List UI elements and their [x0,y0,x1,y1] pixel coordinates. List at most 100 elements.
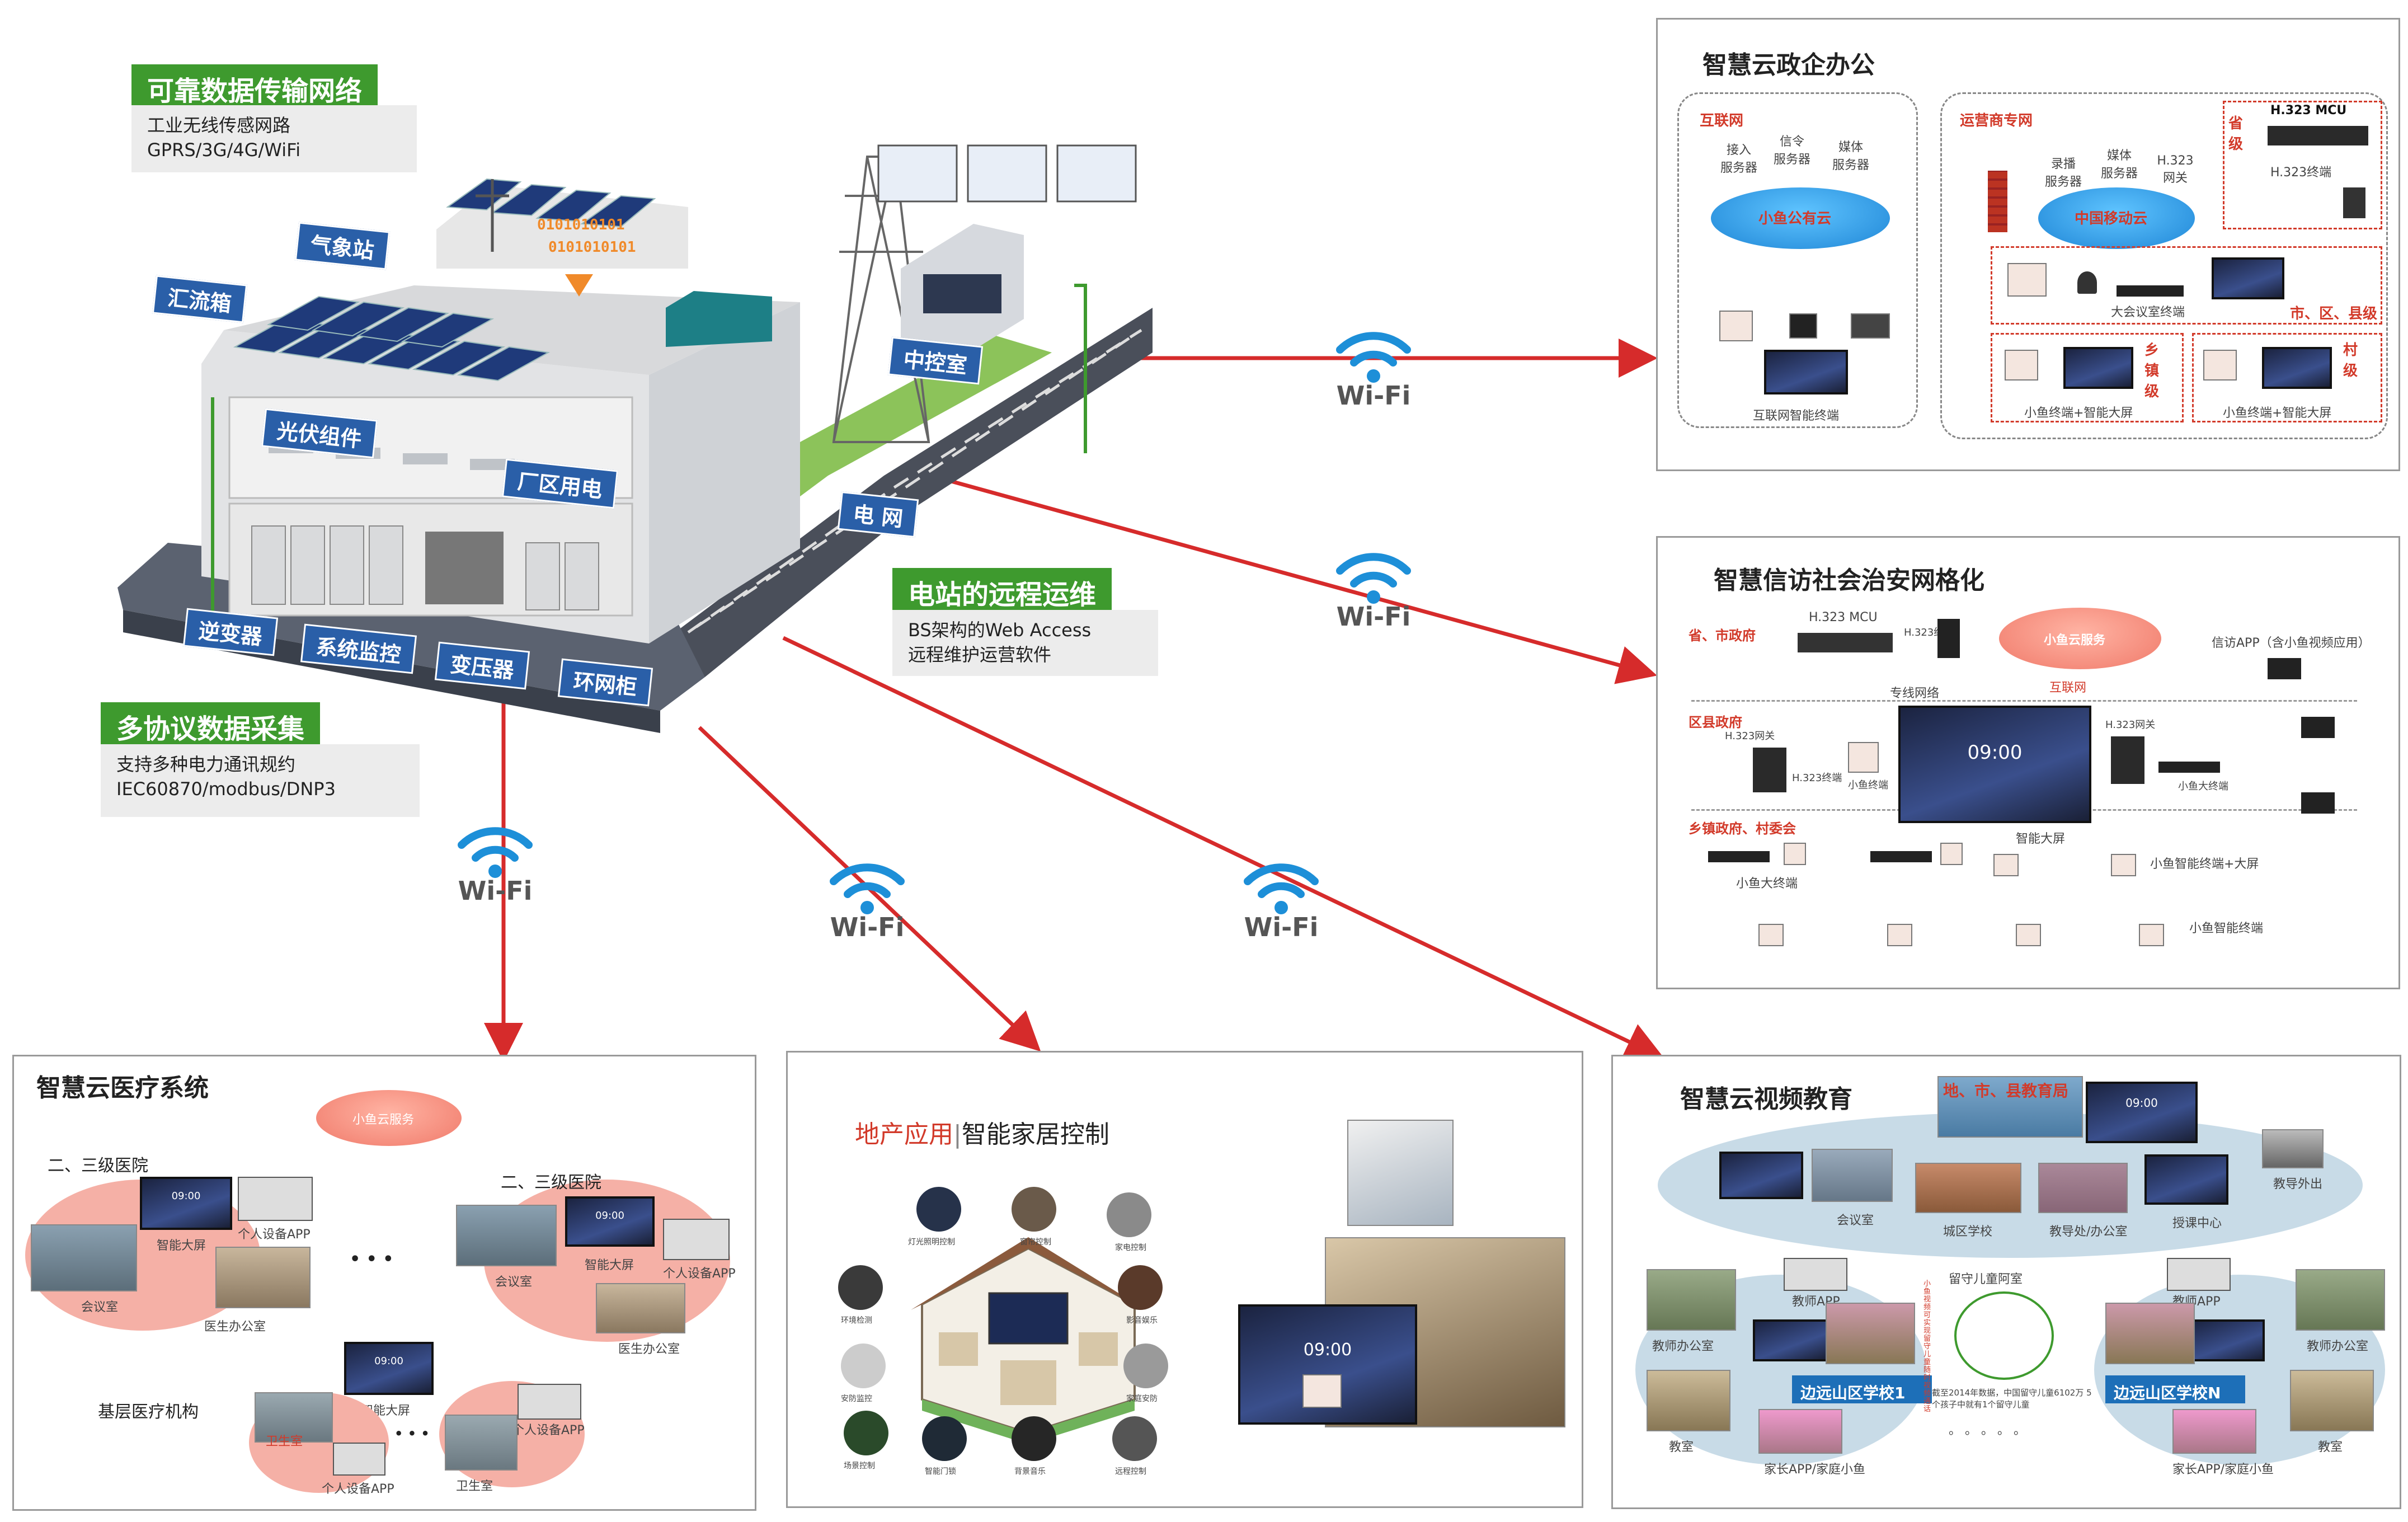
feature-icon-remote [1112,1416,1157,1461]
mcu-device [2268,126,2368,145]
divider [1691,700,2357,702]
town-label: 乡 镇 级 [2144,342,2160,400]
ellipsis: • • • [394,1426,430,1441]
record-server-label: 录播 服务器 [2044,157,2082,189]
feature-icon-appliance [1107,1192,1151,1237]
smart-home-house [911,1237,1146,1444]
tablet-device [333,1443,385,1476]
network-callout-line: 工业无线传感网路 [147,115,291,136]
panel-title: 地产应用|智能家居控制 [855,1114,1109,1150]
town-box [1991,333,2184,422]
hospital-label: 二、三级医院 [501,1173,601,1192]
outside-label: 教导外出 [2273,1177,2323,1191]
personal-app-label: 个人设备APP [512,1424,585,1438]
city-school-label: 城区学校 [1943,1225,1993,1239]
screen-clock: 09:00 [2125,1096,2158,1110]
media-server-label: 媒体 服务器 [1832,140,1869,172]
wifi-icon: Wi-Fi [825,856,909,951]
village-label: 村 级 [2343,342,2358,379]
protocol-callout-line: IEC60870/modbus/DNP3 [116,778,336,800]
teacher-office-photo [2296,1269,2385,1331]
mcu-label: H.323 MCU [2270,104,2347,118]
doctor-office-label: 医生办公室 [618,1342,680,1356]
signal-server-label: 信令 服务器 [1773,135,1810,167]
ellipsis: • • • [350,1249,394,1269]
internet-label: 互联网 [1700,112,1744,129]
personal-app-label: 个人设备APP [238,1228,311,1242]
lecture-label: 授课中心 [2172,1216,2222,1230]
tablet-device [663,1219,730,1260]
left-behind-ring [1954,1291,2054,1380]
screen-clock: 09:00 [171,1190,201,1202]
wifi-icon: Wi-Fi [1239,856,1323,951]
dots: 。 。 。 。 。 [1949,1424,2026,1438]
network-callout-line: GPRS/3G/4G/WiFi [147,139,301,161]
province-box [2223,101,2382,229]
panel-title: 智慧云政企办公 [1702,51,1875,79]
tablet-device [518,1384,581,1420]
tablet-device [238,1177,313,1221]
town-smart-screen [2063,347,2133,389]
protocol-callout-title: 多协议数据采集 [101,702,321,750]
conference-camera [2077,271,2097,294]
wifi-icon: Wi-Fi [1332,546,1415,641]
feature-label: 家电控制 [1115,1243,1146,1252]
home-smart-screen: 09:00 [1238,1304,1417,1425]
feature-label: 智能门锁 [925,1467,956,1476]
parent-app-label: 家长APP/家庭小鱼 [2172,1463,2274,1477]
meeting-room-label: 会议室 [81,1300,119,1314]
terminal-device [1758,924,1784,946]
mcu-device [1798,633,1893,652]
feature-icon-door-lock [922,1416,967,1461]
outside-photo [2262,1129,2324,1168]
internet-terminal-label: 互联网智能终端 [1753,409,1840,423]
county-gov-label: 区县政府 [1689,715,1742,730]
feature-label: 环境检测 [841,1316,872,1325]
city-smart-screen [2212,257,2284,299]
feature-label: 远程控制 [1115,1467,1146,1476]
screen-clock: 09:00 [595,1210,624,1222]
public-cloud [1711,187,1890,249]
feature-label: 灯光照明控制 [908,1238,955,1247]
town-gov-label: 乡镇政府、村委会 [1689,821,1796,837]
feature-icon-curtain [1012,1187,1056,1232]
feature-icon-media [1118,1265,1163,1310]
mcu-label: H.323 MCU [1809,610,1878,624]
internet-label: 互联网 [2049,681,2087,695]
remote-ops-callout-line: 远程维护运营软件 [908,644,1052,665]
province-gov-label: 省、市政府 [1689,628,1756,643]
screen-clock: 09:00 [1303,1340,1352,1360]
terminal-device [1993,854,2019,876]
binary-stream: 0101010101 [548,239,636,256]
phone-device [1789,313,1817,339]
health-station-label: 卫生室 [266,1435,303,1449]
big-conf-label: 大会议室终端 [2111,306,2185,320]
dedicated-network-label: 专线网络 [1890,687,1940,701]
panel-title: 智慧云视频教育 [1680,1085,1852,1114]
cloud-label: 小鱼云服务 [352,1113,415,1127]
network-callout-title: 可靠数据传输网络 [131,64,378,112]
meeting-room-label: 会议室 [1837,1214,1874,1228]
village-term-label: 小鱼终端+智能大屏 [2223,406,2332,420]
business-people-photo [1347,1120,1454,1226]
remote-school-label: 边远山区学校N [2114,1384,2221,1402]
network-callout-body: 工业无线传感网路 GPRS/3G/4G/WiFi [131,105,417,172]
wifi-label: Wi-Fi [830,912,905,942]
operator-label: 运营商专网 [1960,112,2033,129]
terminal-device [1719,311,1753,341]
conference-terminal [2117,285,2184,297]
xiaoyu-cloud [1999,608,2161,669]
h323-terminal-device [1937,619,1960,658]
hospital-screen: 09:00 [565,1196,655,1247]
xiaoyu-cloud [316,1090,462,1146]
doctor-office-label: 医生办公室 [204,1320,266,1334]
school-screen [2189,1319,2265,1361]
doctor-office-photo [215,1247,311,1308]
feature-icon-scene [844,1411,888,1455]
remote-ops-callout-body: BS架构的Web Access 远程维护运营软件 [892,610,1158,676]
arrow-to-petition [951,479,1657,684]
hospital-label: 二、三级医院 [48,1156,148,1176]
wifi-label: Wi-Fi [1336,602,1411,632]
remote-school-label: 边远山区学校1 [1800,1384,1906,1402]
